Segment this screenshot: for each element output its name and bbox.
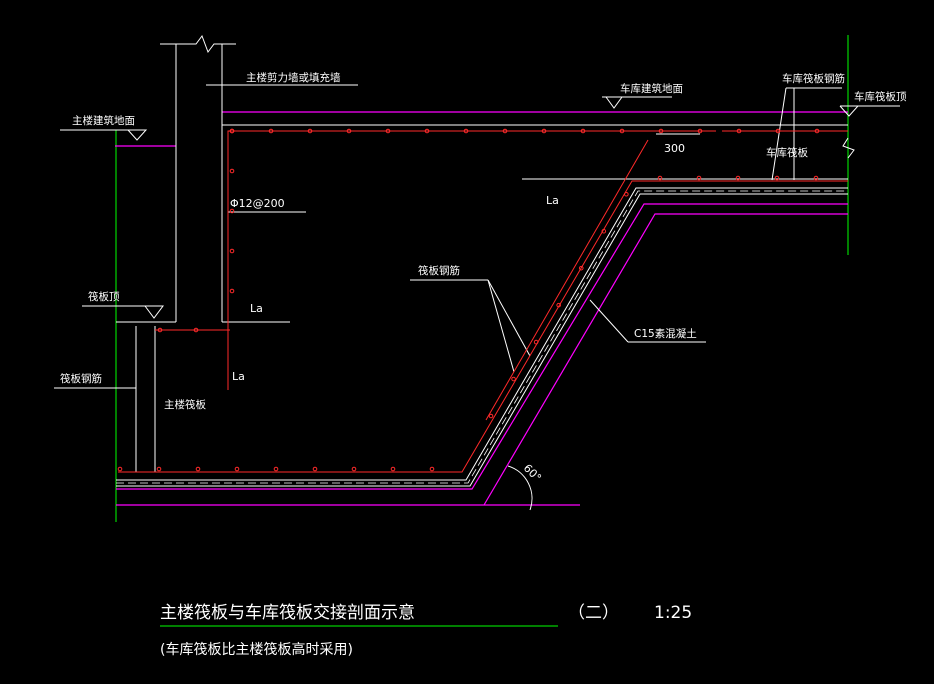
rebar-dot — [813, 175, 819, 181]
label-garage-floor: 车库建筑地面 — [620, 82, 683, 95]
label-dim-300: 300 — [664, 142, 685, 155]
rebar-dot — [346, 128, 352, 134]
rebar-dot — [385, 128, 391, 134]
rebar-dot — [157, 327, 163, 333]
rebar-dot — [307, 128, 313, 134]
label-raft-rebar-slope: 筏板钢筋 — [418, 264, 460, 277]
label-concrete: C15素混凝土 — [634, 327, 697, 340]
label-la-lower: La — [232, 370, 245, 383]
label-la-mid: La — [250, 302, 263, 315]
rebar-dot — [619, 128, 625, 134]
structure-outline — [54, 34, 900, 511]
label-raft-rebar-left: 筏板钢筋 — [60, 372, 102, 385]
rebar-dot — [580, 128, 586, 134]
rebar-dot — [117, 466, 123, 472]
rebar-dot — [624, 191, 629, 197]
drawing-subtitle: (车库筏板比主楼筏板高时采用) — [160, 641, 353, 658]
label-garage-raft-top: 车库筏板顶 — [854, 90, 907, 103]
label-la-upper: La — [546, 194, 559, 207]
rebar-dot — [463, 128, 469, 134]
rebar-dot — [533, 339, 539, 345]
drawing-title: 主楼筏板与车库筏板交接剖面示意 — [160, 603, 415, 623]
rebar-dot — [657, 175, 663, 181]
rebar-dot — [735, 175, 741, 181]
rebar-dot — [814, 128, 820, 134]
label-wall-rebar: Φ12@200 — [230, 197, 285, 210]
drawing-scale: 1:25 — [654, 603, 692, 623]
label-main-raft: 主楼筏板 — [164, 398, 206, 411]
rebar-dot — [229, 208, 235, 214]
rebar-dot — [193, 327, 199, 333]
rebar-dot — [390, 466, 396, 472]
rebar-dot — [424, 128, 430, 134]
rebar-dot — [578, 265, 584, 271]
rebar-dots — [117, 128, 820, 472]
rebar-dot — [229, 128, 235, 134]
rebar-dot — [658, 128, 664, 134]
rebar-dot — [736, 128, 742, 134]
rebar-dot — [351, 466, 357, 472]
rebar-dot — [268, 128, 274, 134]
label-garage-raft: 车库筏板 — [766, 146, 808, 159]
rebar-dot — [229, 288, 235, 294]
rebar-dot — [229, 168, 235, 174]
rebar-dot — [234, 466, 240, 472]
rebar-dot — [488, 413, 494, 419]
rebar-dot — [195, 466, 201, 472]
rebar-dot — [774, 175, 780, 181]
dashed-lines — [116, 190, 848, 484]
drawing-number: （二） — [568, 603, 619, 623]
rebar-dot — [429, 466, 435, 472]
rebar-dot — [541, 128, 547, 134]
rebar-dot — [156, 466, 162, 472]
rebar-dot — [511, 376, 516, 382]
label-garage-raft-rebar-top: 车库筏板钢筋 — [782, 72, 845, 85]
rebar-dot — [556, 302, 561, 308]
rebar-dot — [502, 128, 508, 134]
rebar-dot — [696, 175, 702, 181]
rebar-dot — [273, 466, 279, 472]
rebar-dot — [229, 248, 235, 254]
rebar-dot — [697, 128, 703, 134]
rebar-lines — [118, 130, 848, 473]
grid-lines — [115, 35, 849, 627]
rebar-dot — [601, 228, 607, 234]
label-angle: 60° — [521, 462, 544, 485]
label-main-wall: 主楼剪力墙或填充墙 — [246, 71, 341, 84]
label-main-floor: 主楼建筑地面 — [72, 114, 135, 127]
rebar-dot — [775, 128, 781, 134]
label-raft-top: 筏板顶 — [88, 290, 120, 303]
level-markers — [127, 96, 860, 319]
floor-lines — [115, 111, 848, 506]
rebar-dot — [312, 466, 318, 472]
